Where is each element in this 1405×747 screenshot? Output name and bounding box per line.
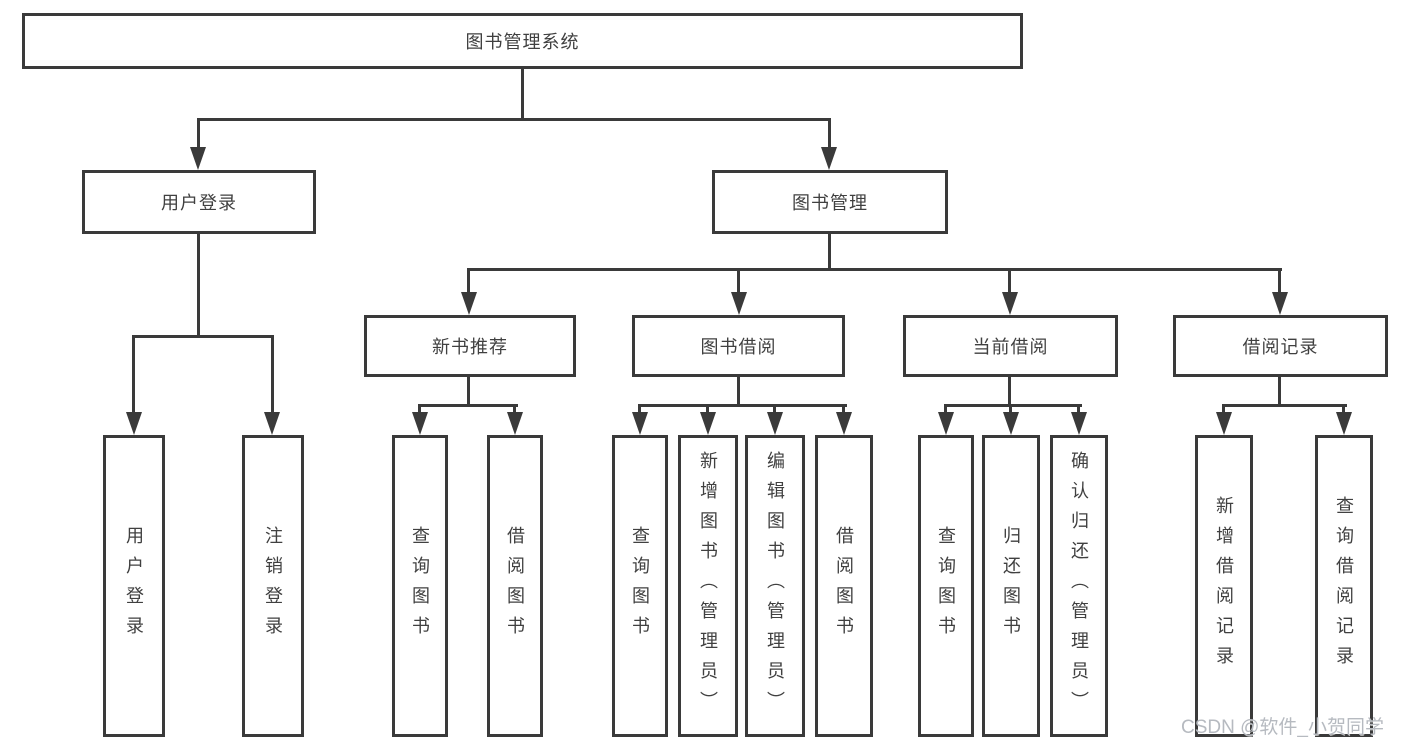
leaf-query-books-current: 查询图书 [918, 435, 974, 737]
connector-drop-user-login [197, 118, 200, 150]
connector-bookmgmt-stub [828, 234, 831, 271]
arrow-down-icon [412, 412, 428, 435]
node-user-login: 用户登录 [82, 170, 316, 234]
arrow-down-icon [1003, 412, 1019, 435]
arrow-down-icon [632, 412, 648, 435]
leaf-confirm-return-admin: 确认归还（管理员） [1050, 435, 1108, 737]
node-borrow-records: 借阅记录 [1173, 315, 1388, 377]
connector-drop-bb-query [638, 404, 641, 415]
connector-drop-bb-add [706, 404, 709, 415]
arrow-down-icon [126, 412, 142, 435]
connector-bookborrow-stub [737, 377, 740, 407]
connector-drop-new-books [467, 268, 470, 295]
leaf-borrow-books-recommend: 借阅图书 [487, 435, 543, 737]
connector-drop-br-add [1222, 404, 1225, 415]
connector-userlogin-horizontal [132, 335, 274, 338]
connector-records-stub [1278, 377, 1281, 407]
node-book-borrow: 图书借阅 [632, 315, 845, 377]
connector-currentborrow-stub [1008, 377, 1011, 407]
arrow-down-icon [1336, 412, 1352, 435]
connector-drop-bb-edit [773, 404, 776, 415]
connector-drop-nb-query [418, 404, 421, 415]
connector-root-stub [521, 68, 524, 120]
connector-drop-cb-confirm [1077, 404, 1080, 415]
leaf-query-books-recommend: 查询图书 [392, 435, 448, 737]
leaf-add-borrow-record: 新增借阅记录 [1195, 435, 1253, 737]
leaf-query-books-borrow: 查询图书 [612, 435, 668, 737]
connector-drop-leaf-user-login [132, 335, 135, 415]
leaf-edit-books-admin: 编辑图书（管理员） [745, 435, 805, 737]
connector-records-horizontal [1222, 404, 1347, 407]
node-book-management: 图书管理 [712, 170, 948, 234]
node-new-book-recommend: 新书推荐 [364, 315, 576, 377]
connector-drop-cb-return [1009, 404, 1012, 415]
connector-root-horizontal [197, 118, 831, 121]
arrow-down-icon [700, 412, 716, 435]
arrow-down-icon [264, 412, 280, 435]
arrow-down-icon [461, 292, 477, 315]
leaf-query-borrow-record: 查询借阅记录 [1315, 435, 1373, 737]
connector-drop-bb-borrow [842, 404, 845, 415]
connector-drop-current-borrow [1008, 268, 1011, 295]
connector-newbooks-stub [467, 377, 470, 407]
connector-newbooks-horizontal [418, 404, 518, 407]
leaf-add-books-admin: 新增图书（管理员） [678, 435, 738, 737]
arrow-down-icon [1272, 292, 1288, 315]
connector-drop-book-borrow [737, 268, 740, 295]
connector-drop-borrow-records [1278, 268, 1281, 295]
node-current-borrow: 当前借阅 [903, 315, 1118, 377]
connector-drop-nb-borrow [513, 404, 516, 415]
connector-bookmgmt-horizontal [467, 268, 1282, 271]
leaf-logout: 注销登录 [242, 435, 304, 737]
arrow-down-icon [836, 412, 852, 435]
node-library-system: 图书管理系统 [22, 13, 1023, 69]
connector-drop-br-query [1342, 404, 1345, 415]
arrow-down-icon [1071, 412, 1087, 435]
leaf-return-books: 归还图书 [982, 435, 1040, 737]
arrow-down-icon [1002, 292, 1018, 315]
leaf-borrow-books: 借阅图书 [815, 435, 873, 737]
connector-drop-leaf-logout [271, 335, 274, 415]
leaf-user-login: 用户登录 [103, 435, 165, 737]
connector-drop-book-management [828, 118, 831, 150]
arrow-down-icon [731, 292, 747, 315]
arrow-down-icon [767, 412, 783, 435]
arrow-down-icon [1216, 412, 1232, 435]
arrow-down-icon [938, 412, 954, 435]
arrow-down-icon [507, 412, 523, 435]
connector-currentborrow-horizontal [944, 404, 1082, 407]
connector-userlogin-stub [197, 234, 200, 338]
csdn-watermark: CSDN @软件_小贺同学 [1181, 717, 1384, 738]
connector-bookborrow-horizontal [638, 404, 847, 407]
arrow-down-icon [190, 147, 206, 170]
connector-drop-cb-query [944, 404, 947, 415]
arrow-down-icon [821, 147, 837, 170]
